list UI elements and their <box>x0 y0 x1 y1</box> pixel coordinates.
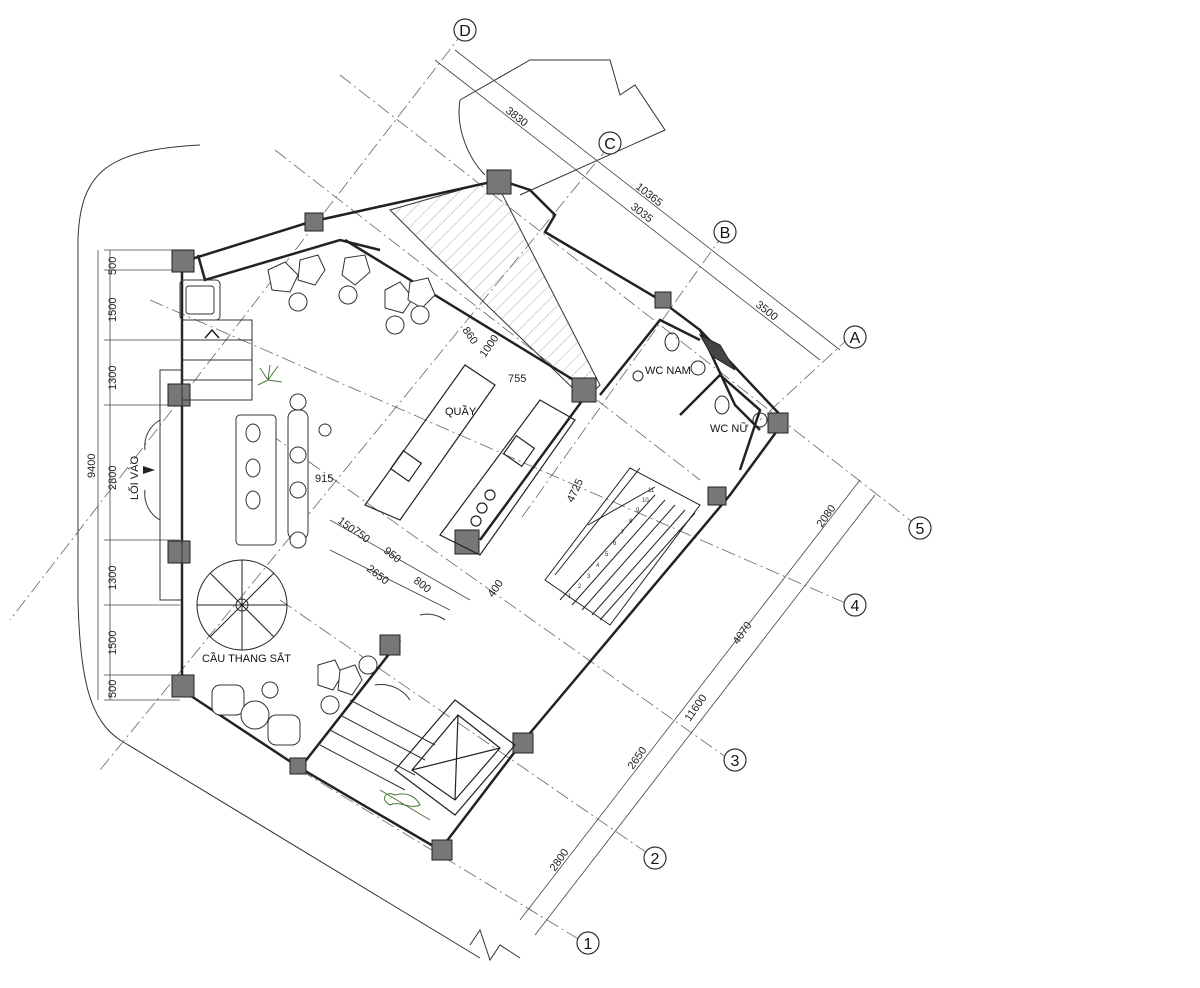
grid-lines <box>9 29 921 941</box>
stair-step-10: 10 <box>642 498 649 504</box>
spiral-stair <box>196 559 288 651</box>
furniture <box>211 254 436 746</box>
dimension-lines <box>97 49 876 936</box>
columns <box>167 169 789 861</box>
stair-step-5: 5 <box>605 552 609 558</box>
up-arrow-icon <box>204 328 220 339</box>
stair-step-2: 2 <box>578 584 582 590</box>
room-label-spiral-stair: CẦU THANG SẮT <box>202 652 291 665</box>
axis-label-d: D <box>459 23 471 40</box>
dim-right-4: 2650 <box>626 745 650 772</box>
stair-step-4: 4 <box>596 563 600 569</box>
lower-steps <box>319 613 446 791</box>
dim-right-5: 2800 <box>548 847 572 874</box>
dim-top-4: 3500 <box>753 299 780 324</box>
counter <box>364 364 576 556</box>
entrance-steps <box>144 279 253 601</box>
axis-label-5: 5 <box>916 521 925 538</box>
stair-step-6: 6 <box>613 541 617 547</box>
axis-label-c: C <box>604 136 616 153</box>
plant-icon <box>257 364 431 821</box>
dim-inner-11: 4725 <box>565 477 586 504</box>
dim-left-3: 1300 <box>107 366 119 390</box>
dim-top-3: 3035 <box>628 201 655 226</box>
wc-fixtures <box>632 332 768 428</box>
dim-right-3: 11600 <box>683 692 710 723</box>
dim-left-6: 1500 <box>107 631 119 655</box>
axis-label-4: 4 <box>851 598 860 615</box>
dim-left-7: 500 <box>107 680 119 698</box>
dim-inner-3: 755 <box>508 373 526 385</box>
room-label-entrance: LỐI VÀO <box>127 456 141 500</box>
elevator <box>394 699 516 816</box>
axis-label-b: B <box>720 225 731 242</box>
stair-step-3: 3 <box>587 574 591 580</box>
dim-left-1: 500 <box>107 257 119 275</box>
room-label-wc-male: WC NAM <box>645 365 691 377</box>
room-label-counter: QUẦY <box>445 405 477 418</box>
dim-left-2: 1500 <box>107 298 119 322</box>
dim-right-1: 2080 <box>815 503 839 530</box>
dim-left-5: 1300 <box>107 566 119 590</box>
dim-right-2: 4070 <box>731 620 755 647</box>
dim-inner-7: 950 <box>381 545 403 566</box>
dim-inner-8: 2650 <box>364 563 391 588</box>
dim-inner-2: 1000 <box>478 333 502 360</box>
axis-label-2: 2 <box>651 851 660 868</box>
axis-label-a: A <box>850 330 861 347</box>
axis-label-1: 1 <box>584 936 593 953</box>
site-boundary <box>77 59 666 962</box>
dim-inner-1: 860 <box>460 325 480 347</box>
axis-bubbles <box>453 18 932 955</box>
main-stair <box>544 467 701 626</box>
stair-step-1: 1 <box>568 594 572 600</box>
stair-step-8: 8 <box>629 519 633 525</box>
dim-inner-10: 400 <box>486 578 506 600</box>
dim-left-4: 2800 <box>107 466 119 490</box>
dim-top-1: 3830 <box>503 105 530 130</box>
stair-step-9: 9 <box>636 508 640 514</box>
stair-step-7: 7 <box>621 530 625 536</box>
axis-label-3: 3 <box>731 753 740 770</box>
dim-left-total: 9400 <box>86 454 98 478</box>
dim-inner-4: 915 <box>315 473 333 485</box>
entrance-arrow-icon <box>143 466 155 474</box>
room-label-wc-female: WC NỮ <box>710 422 749 435</box>
stair-step-11: 11 <box>648 488 655 494</box>
